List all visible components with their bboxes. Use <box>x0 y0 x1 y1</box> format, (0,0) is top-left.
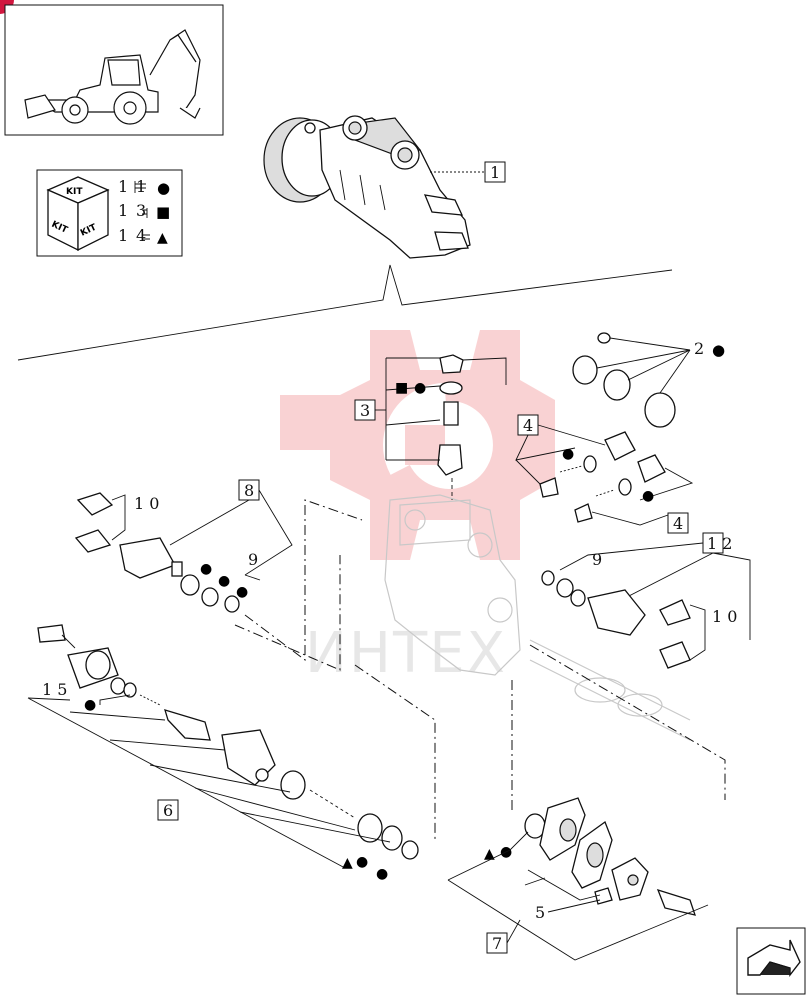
callout-5-label: 5 <box>535 903 545 922</box>
kit-row-symbol-triangle: ▲ <box>157 230 168 246</box>
centerline-right-1 <box>529 644 726 800</box>
group6-triangle-symbol: ▲ <box>342 855 353 871</box>
group6-dot-2: ● <box>376 866 388 882</box>
group7-triangle-symbol: ▲ <box>484 846 495 862</box>
kit-legend: KIT KIT KIT 1 1 ● 1 3 ■ 1 4 ▲ <box>36 169 183 257</box>
kit-row-ref: 4 <box>136 226 146 245</box>
callout-4b-label: 4 <box>673 514 683 533</box>
kit-row-qty: 1 <box>118 226 128 245</box>
kit-row-3: 1 4 ▲ <box>118 226 168 246</box>
callout-1-label: 1 <box>490 163 500 182</box>
kit-label-top: KIT <box>66 187 83 197</box>
part-group-12: 1 2 9 1 0 <box>541 532 751 669</box>
part-group-2: 2 ● <box>572 332 725 428</box>
group9a-dot-3: ● <box>236 584 248 600</box>
kit-row-qty: 1 <box>118 201 128 220</box>
group4a-dot-symbol: ● <box>562 446 574 462</box>
group9a-dot-1: ● <box>200 561 212 577</box>
kit-box-icon <box>46 176 110 252</box>
callout-1: 1 <box>430 161 506 183</box>
machine-thumbnail <box>4 4 224 136</box>
callout-10b-label: 1 0 <box>712 607 737 626</box>
callout-9b-label: 9 <box>592 550 602 569</box>
section-divider <box>17 264 673 361</box>
group6-dot-1: ● <box>356 854 368 870</box>
watermark-logo <box>280 330 555 560</box>
kit-row-symbol-square: ■ <box>156 203 170 221</box>
valve-body-section <box>384 494 691 741</box>
watermark-text: ИНТЕХ <box>305 621 507 686</box>
group4b-dot-symbol: ● <box>642 488 654 504</box>
centerline-left-1 <box>244 499 363 661</box>
part-group-8: 8 1 0 ● ● ● 9 <box>74 479 293 613</box>
part-group-4: 4 ● ● 4 <box>515 414 694 534</box>
group3-dot-symbol: ● <box>414 380 426 396</box>
callout-4a-label: 4 <box>523 416 533 435</box>
callout-8-label: 8 <box>244 481 254 500</box>
kit-row-1: 1 1 ● <box>118 177 170 197</box>
backhoe-loader-illustration <box>24 29 201 125</box>
group9a-dot-2: ● <box>218 573 230 589</box>
kit-row-2: 1 3 ■ <box>118 201 170 221</box>
kit-row-ref: 1 <box>136 177 146 196</box>
callout-2-label: 2 <box>694 339 704 358</box>
part-group-6: 1 5 ● 6 ▲ ● ● <box>27 624 419 882</box>
centerline-left-2 <box>234 555 436 840</box>
group3-square-symbol: ■ <box>395 380 408 396</box>
callout-7-label: 7 <box>492 934 502 953</box>
callout-12-label: 1 2 <box>707 534 732 553</box>
callout-9a-label: 9 <box>248 550 258 569</box>
valve-assembly-overview <box>263 115 471 259</box>
kit-row-ref: 3 <box>136 201 146 220</box>
callout-3-label: 3 <box>360 401 370 420</box>
part-group-7: ▲ ● 5 7 <box>447 797 709 961</box>
kit-row-symbol-dot: ● <box>157 179 170 197</box>
part-group-3: 3 ■ ● <box>354 354 507 500</box>
next-page-arrow-icon[interactable] <box>736 927 806 995</box>
group2-dot-symbol: ● <box>712 341 725 359</box>
group15-dot-symbol: ● <box>84 697 96 713</box>
callout-15-label: 1 5 <box>42 680 67 699</box>
callout-6-label: 6 <box>163 801 173 820</box>
kit-row-qty: 1 <box>118 177 128 196</box>
callout-10a-label: 1 0 <box>134 494 159 513</box>
